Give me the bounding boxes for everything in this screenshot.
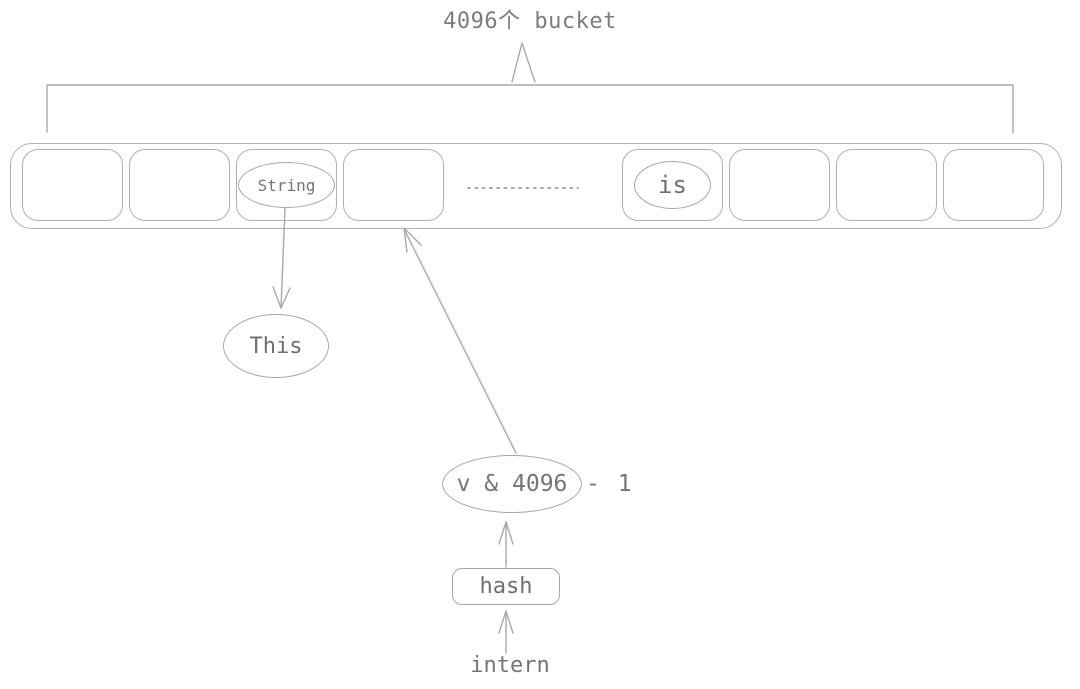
string-entry-ellipse: String <box>238 162 335 208</box>
arrowhead-intern-to-hash <box>498 610 514 634</box>
bucket-3: String <box>236 149 337 221</box>
arrowhead-mask-to-bucket <box>403 227 422 253</box>
intern-label: intern <box>470 653 550 678</box>
bucket-1 <box>22 149 123 221</box>
bucket-8 <box>943 149 1044 221</box>
bucket-array-container <box>10 143 1062 229</box>
bucket-4 <box>343 149 444 221</box>
hash-box: hash <box>452 568 560 605</box>
bucket-6 <box>729 149 830 221</box>
mask-suffix-label: - 1 <box>586 471 634 497</box>
arrow-mask-to-bucket <box>403 228 517 454</box>
this-node-label: This <box>249 333 303 359</box>
hash-box-label: hash <box>479 574 533 599</box>
is-entry-label: is <box>658 171 687 199</box>
bucket-count-label: 4096个 bucket <box>443 9 617 34</box>
bucket-7 <box>836 149 937 221</box>
bucket-2 <box>129 149 230 221</box>
this-node-ellipse: This <box>223 314 329 378</box>
mask-expression-label: v & 4096 <box>456 471 568 497</box>
arrowhead-string-to-this <box>272 286 291 309</box>
arrowhead-hash-to-mask <box>498 521 514 545</box>
span-bracket-line <box>46 84 1014 134</box>
mask-expression-ellipse: v & 4096 <box>442 455 582 513</box>
brace-tip-caret-icon <box>511 42 536 83</box>
is-entry-ellipse: is <box>634 161 711 209</box>
bucket-5: is <box>622 149 723 221</box>
string-entry-label: String <box>257 175 316 195</box>
